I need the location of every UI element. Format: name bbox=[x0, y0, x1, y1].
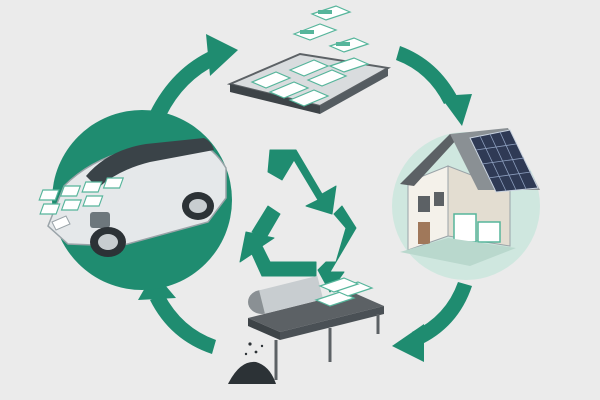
black-mass-pile bbox=[228, 361, 276, 384]
recycle-symbol-icon bbox=[239, 149, 357, 293]
arrow-battery-to-house bbox=[396, 46, 472, 126]
arrow-car-to-battery bbox=[150, 34, 238, 116]
electric-car-icon bbox=[38, 110, 232, 290]
arrow-house-to-conveyor bbox=[392, 282, 472, 362]
cycle-arrows bbox=[138, 34, 472, 362]
solar-house-icon bbox=[392, 128, 540, 280]
solar-panel-icon bbox=[469, 129, 539, 193]
battery-pack-icon bbox=[226, 5, 392, 114]
car-wheels bbox=[90, 192, 214, 257]
recycling-conveyor-icon bbox=[228, 275, 384, 384]
